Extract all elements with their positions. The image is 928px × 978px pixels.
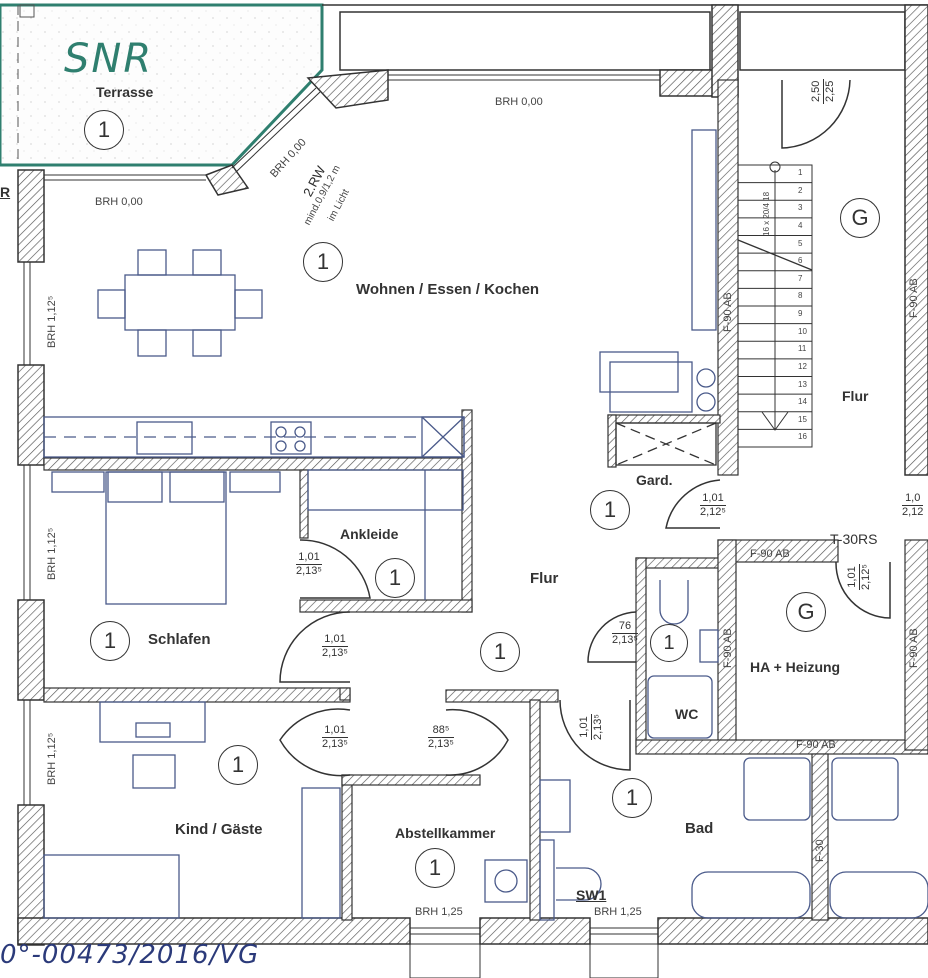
room-number-bad: 1 bbox=[612, 778, 652, 818]
stair-step-number: 3 bbox=[798, 203, 803, 213]
snr-annotation: SNR bbox=[64, 36, 154, 82]
room-number-flur: 1 bbox=[480, 632, 520, 672]
door-swings bbox=[279, 79, 891, 777]
fire-door-label: T-30RS bbox=[830, 531, 878, 547]
stair-step-number: 6 bbox=[798, 256, 803, 266]
stair-spec: 16 x 20/4 18 bbox=[762, 191, 771, 236]
brh-bad: BRH 1,25 bbox=[594, 906, 642, 918]
stair-step-number: 1 bbox=[798, 168, 803, 177]
stair-step-number: 13 bbox=[798, 379, 807, 389]
room-label-wc: WC bbox=[675, 706, 699, 722]
brh-left-1: BRH 1,12⁵ bbox=[46, 295, 58, 348]
room-number-stair-flur: G bbox=[840, 198, 880, 238]
stair-step-number: 16 bbox=[798, 432, 807, 442]
room-label-bad: Bad bbox=[685, 820, 714, 837]
fire-label-stair-wall: F-90 AB bbox=[722, 292, 734, 332]
room-label-ankleide: Ankleide bbox=[340, 526, 399, 542]
room-number-kind: 1 bbox=[218, 745, 258, 785]
stair-step-number: 14 bbox=[798, 397, 807, 407]
room-number-schlafen: 1 bbox=[90, 621, 130, 661]
stair-step-number: 4 bbox=[798, 220, 803, 230]
stair-step-number: 5 bbox=[798, 238, 803, 248]
stair-step-number: 15 bbox=[798, 414, 807, 424]
stair-step-number: 12 bbox=[798, 361, 807, 371]
stair-step-number: 7 bbox=[798, 273, 803, 283]
fire-label-ha-top: F-90 AB bbox=[750, 548, 790, 560]
partial-label: R bbox=[0, 184, 11, 200]
room-number-ha-heizung: G bbox=[786, 592, 826, 632]
fire-label-right-wall: F-90 AB bbox=[908, 278, 920, 318]
windows bbox=[23, 74, 660, 978]
room-number-wc: 1 bbox=[650, 624, 688, 662]
room-label-flur: Flur bbox=[530, 570, 559, 587]
terrace-area bbox=[0, 3, 324, 167]
room-label-gard: Gard. bbox=[636, 472, 673, 488]
fire-label-bad-wall: F-30 bbox=[814, 839, 826, 862]
fire-label-ha-right: F-90 AB bbox=[908, 628, 920, 668]
fire-label-ha-bottom: F-90 AB bbox=[796, 739, 836, 751]
stair-step-number: 2 bbox=[798, 185, 803, 195]
stair-step-number: 10 bbox=[798, 326, 807, 336]
interior-walls bbox=[43, 79, 928, 921]
room-number-gard: 1 bbox=[590, 490, 630, 530]
brh-left-3: BRH 1,12⁵ bbox=[46, 732, 58, 785]
room-number-ankleide: 1 bbox=[375, 558, 415, 598]
room-label-kind: Kind / Gäste bbox=[175, 821, 263, 838]
room-label-terrasse: Terrasse bbox=[96, 84, 154, 100]
room-label-stair-flur: Flur bbox=[842, 388, 869, 404]
room-number-terrasse: 1 bbox=[84, 110, 124, 150]
brh-left-top: BRH 0,00 bbox=[95, 196, 143, 208]
room-number-wohnen: 1 bbox=[303, 242, 343, 282]
stair-step-number: 11 bbox=[798, 344, 807, 354]
stair-step-number: 9 bbox=[798, 309, 803, 318]
brh-top: BRH 0,00 bbox=[495, 96, 543, 108]
brh-left-2: BRH 1,12⁵ bbox=[46, 527, 58, 580]
room-number-abstellkammer: 1 bbox=[415, 848, 455, 888]
stair-step-number: 8 bbox=[798, 291, 803, 301]
fire-label-ha-left: F-90 AB bbox=[722, 628, 734, 668]
top-structure bbox=[322, 4, 928, 71]
room-label-wohnen: Wohnen / Essen / Kochen bbox=[356, 281, 540, 298]
brh-abstellkammer: BRH 1,25 bbox=[415, 906, 463, 918]
room-label-ha-heizung: HA + Heizung bbox=[750, 659, 841, 675]
sw1-label: SW1 bbox=[576, 887, 607, 903]
room-label-abstellkammer: Abstellkammer bbox=[395, 825, 496, 841]
reference-number: 0°-00473/2016/VG bbox=[0, 940, 260, 970]
staircase bbox=[737, 161, 813, 448]
furniture bbox=[43, 129, 928, 921]
room-label-schlafen: Schlafen bbox=[148, 631, 211, 648]
